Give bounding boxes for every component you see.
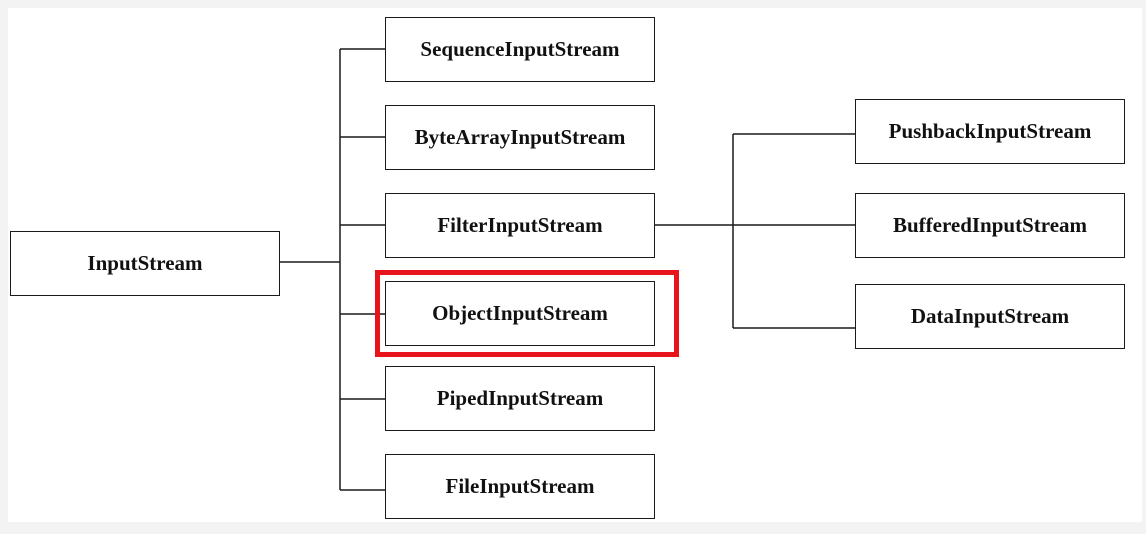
node-label: ByteArrayInputStream [414,125,626,149]
node-sequenceinputstream: SequenceInputStream [385,17,655,82]
node-label: PipedInputStream [436,386,604,410]
node-fileinputstream: FileInputStream [385,454,655,519]
node-objectinputstream: ObjectInputStream [385,281,655,346]
node-label: BufferedInputStream [892,213,1088,237]
node-label: DataInputStream [910,304,1070,328]
node-label: ObjectInputStream [432,301,608,325]
node-label: PushbackInputStream [888,119,1092,143]
node-filterinputstream: FilterInputStream [385,193,655,258]
node-label: FilterInputStream [437,213,603,237]
node-label: FileInputStream [445,474,595,498]
node-label: InputStream [87,251,203,275]
node-bytearrayinputstream: ByteArrayInputStream [385,105,655,170]
node-datainputstream: DataInputStream [855,284,1125,349]
node-pipedinputstream: PipedInputStream [385,366,655,431]
node-label: SequenceInputStream [420,37,620,61]
node-inputstream: InputStream [10,231,280,296]
node-bufferedinputstream: BufferedInputStream [855,193,1125,258]
node-pushbackinputstream: PushbackInputStream [855,99,1125,164]
highlight-frame [375,270,679,357]
